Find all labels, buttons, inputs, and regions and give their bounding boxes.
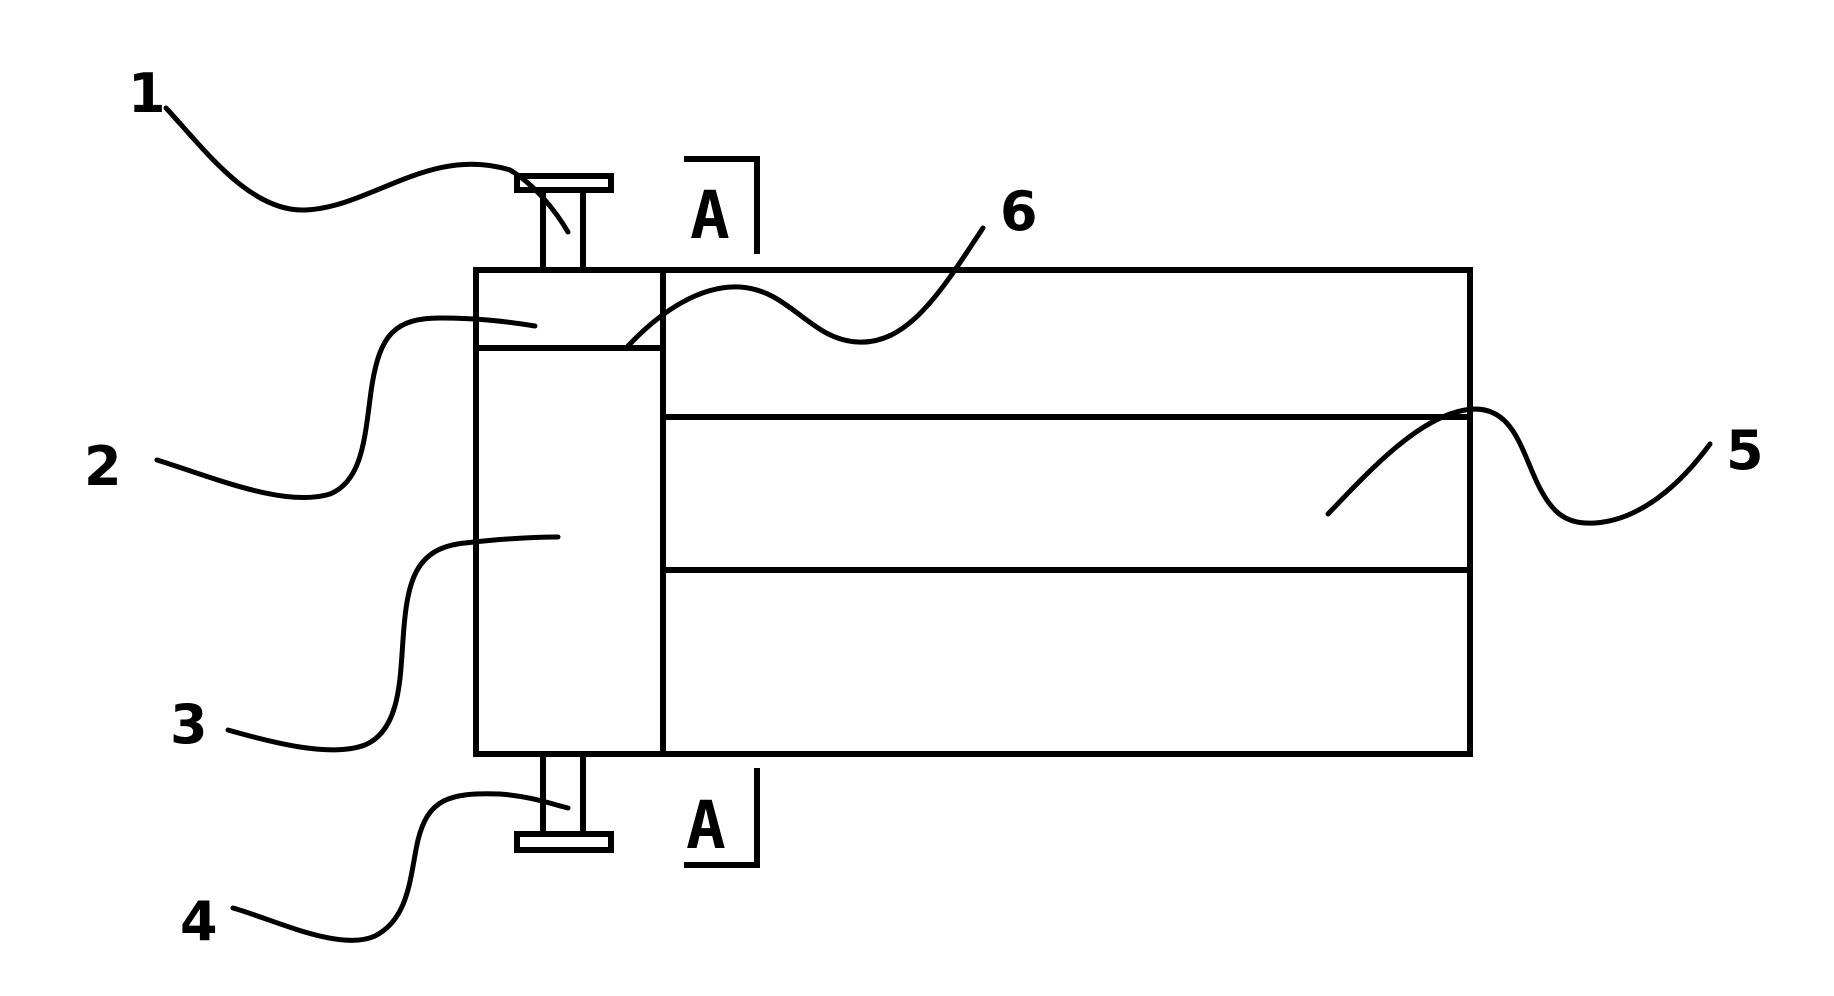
ref-label-5: 5 — [1726, 419, 1764, 482]
bottom-connector-flange — [514, 831, 614, 853]
leader-line-2 — [154, 315, 538, 500]
bottom-connector — [514, 754, 614, 853]
leader-line-4 — [230, 791, 571, 943]
ref-label-3: 3 — [170, 693, 208, 756]
leader-line-6 — [625, 225, 986, 349]
section-mark-top: A — [684, 156, 760, 254]
leader-line-3 — [225, 534, 561, 753]
ref-label-2: 2 — [84, 435, 122, 498]
section-mark-bottom-label: A — [686, 787, 726, 864]
ref-label-1: 1 — [128, 62, 166, 125]
section-mark-top-label: A — [690, 177, 730, 254]
housing-outline — [473, 267, 1473, 757]
section-mark-bottom-bracket — [684, 768, 760, 868]
leader-line-5 — [1325, 406, 1713, 526]
top-connector-flange — [514, 173, 614, 193]
ref-label-6: 6 — [1000, 180, 1038, 243]
section-mark-bottom: A — [684, 768, 760, 868]
section-mark-top-bracket — [684, 156, 760, 254]
top-connector — [514, 173, 614, 270]
ref-label-4: 4 — [180, 890, 218, 953]
leader-line-1 — [163, 105, 571, 235]
